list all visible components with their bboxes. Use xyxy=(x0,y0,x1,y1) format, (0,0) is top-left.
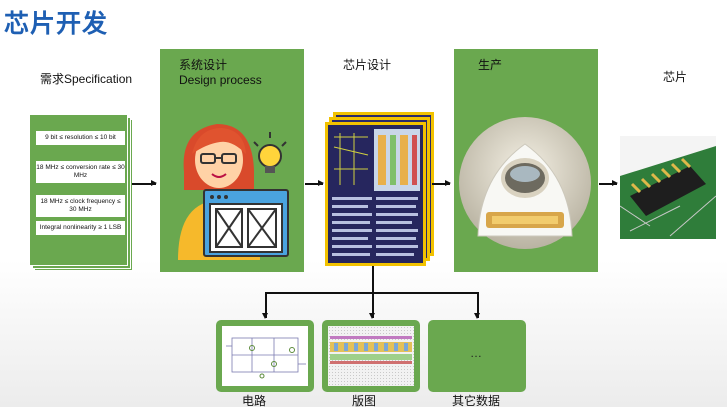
page-title: 芯片开发 xyxy=(4,9,109,38)
chip-label: 芯片 xyxy=(663,70,688,84)
connector-down xyxy=(372,266,374,293)
layout-thumbnail xyxy=(328,326,414,386)
spec-item-nonlinearity: Integral nonlinearity ≥ 1 LSB xyxy=(36,221,125,235)
arrow-design-to-chipdesign xyxy=(305,180,324,186)
arrow-production-to-chip xyxy=(599,180,618,186)
spec-label: 需求Specification xyxy=(40,72,133,86)
other-data-box: … xyxy=(428,320,526,392)
circuit-box xyxy=(216,320,314,392)
circuit-schematic xyxy=(226,337,306,379)
other-data-label: 其它数据 xyxy=(452,394,501,408)
cleanroom-photo xyxy=(459,117,591,249)
layout-sheet-pattern xyxy=(328,125,423,263)
other-data-ellipsis: … xyxy=(470,346,482,360)
layout-label: 版图 xyxy=(352,394,377,408)
production-label: 生产 xyxy=(478,58,503,72)
spec-item-resolution: 9 bit ≤ resolution ≤ 10 bit xyxy=(36,131,125,145)
arrow-to-layout xyxy=(369,292,375,319)
chip-design-label: 芯片设计 xyxy=(343,58,392,72)
arrow-spec-to-design xyxy=(132,180,157,186)
design-label-en: Design process xyxy=(179,73,262,87)
spec-item-conversion-rate: 18 MHz ≤ conversion rate ≤ 30 MHz xyxy=(36,161,125,183)
circuit-label: 电路 xyxy=(242,394,267,408)
connector-branch xyxy=(265,292,478,294)
arrow-to-circuit xyxy=(262,292,268,319)
arrow-chipdesign-to-production xyxy=(432,180,451,186)
chip-photo xyxy=(620,136,716,239)
arrow-to-other-data xyxy=(474,292,480,319)
design-label-cn: 系统设计 xyxy=(179,58,228,72)
layout-sheet-front xyxy=(325,122,426,266)
layout-box xyxy=(322,320,420,392)
spec-item-clock-frequency: 18 MHz ≤ clock frequency ≤ 30 MHz xyxy=(36,195,125,217)
designer-illustration xyxy=(178,124,289,260)
spec-card-front: 9 bit ≤ resolution ≤ 10 bit 18 MHz ≤ con… xyxy=(29,114,128,266)
